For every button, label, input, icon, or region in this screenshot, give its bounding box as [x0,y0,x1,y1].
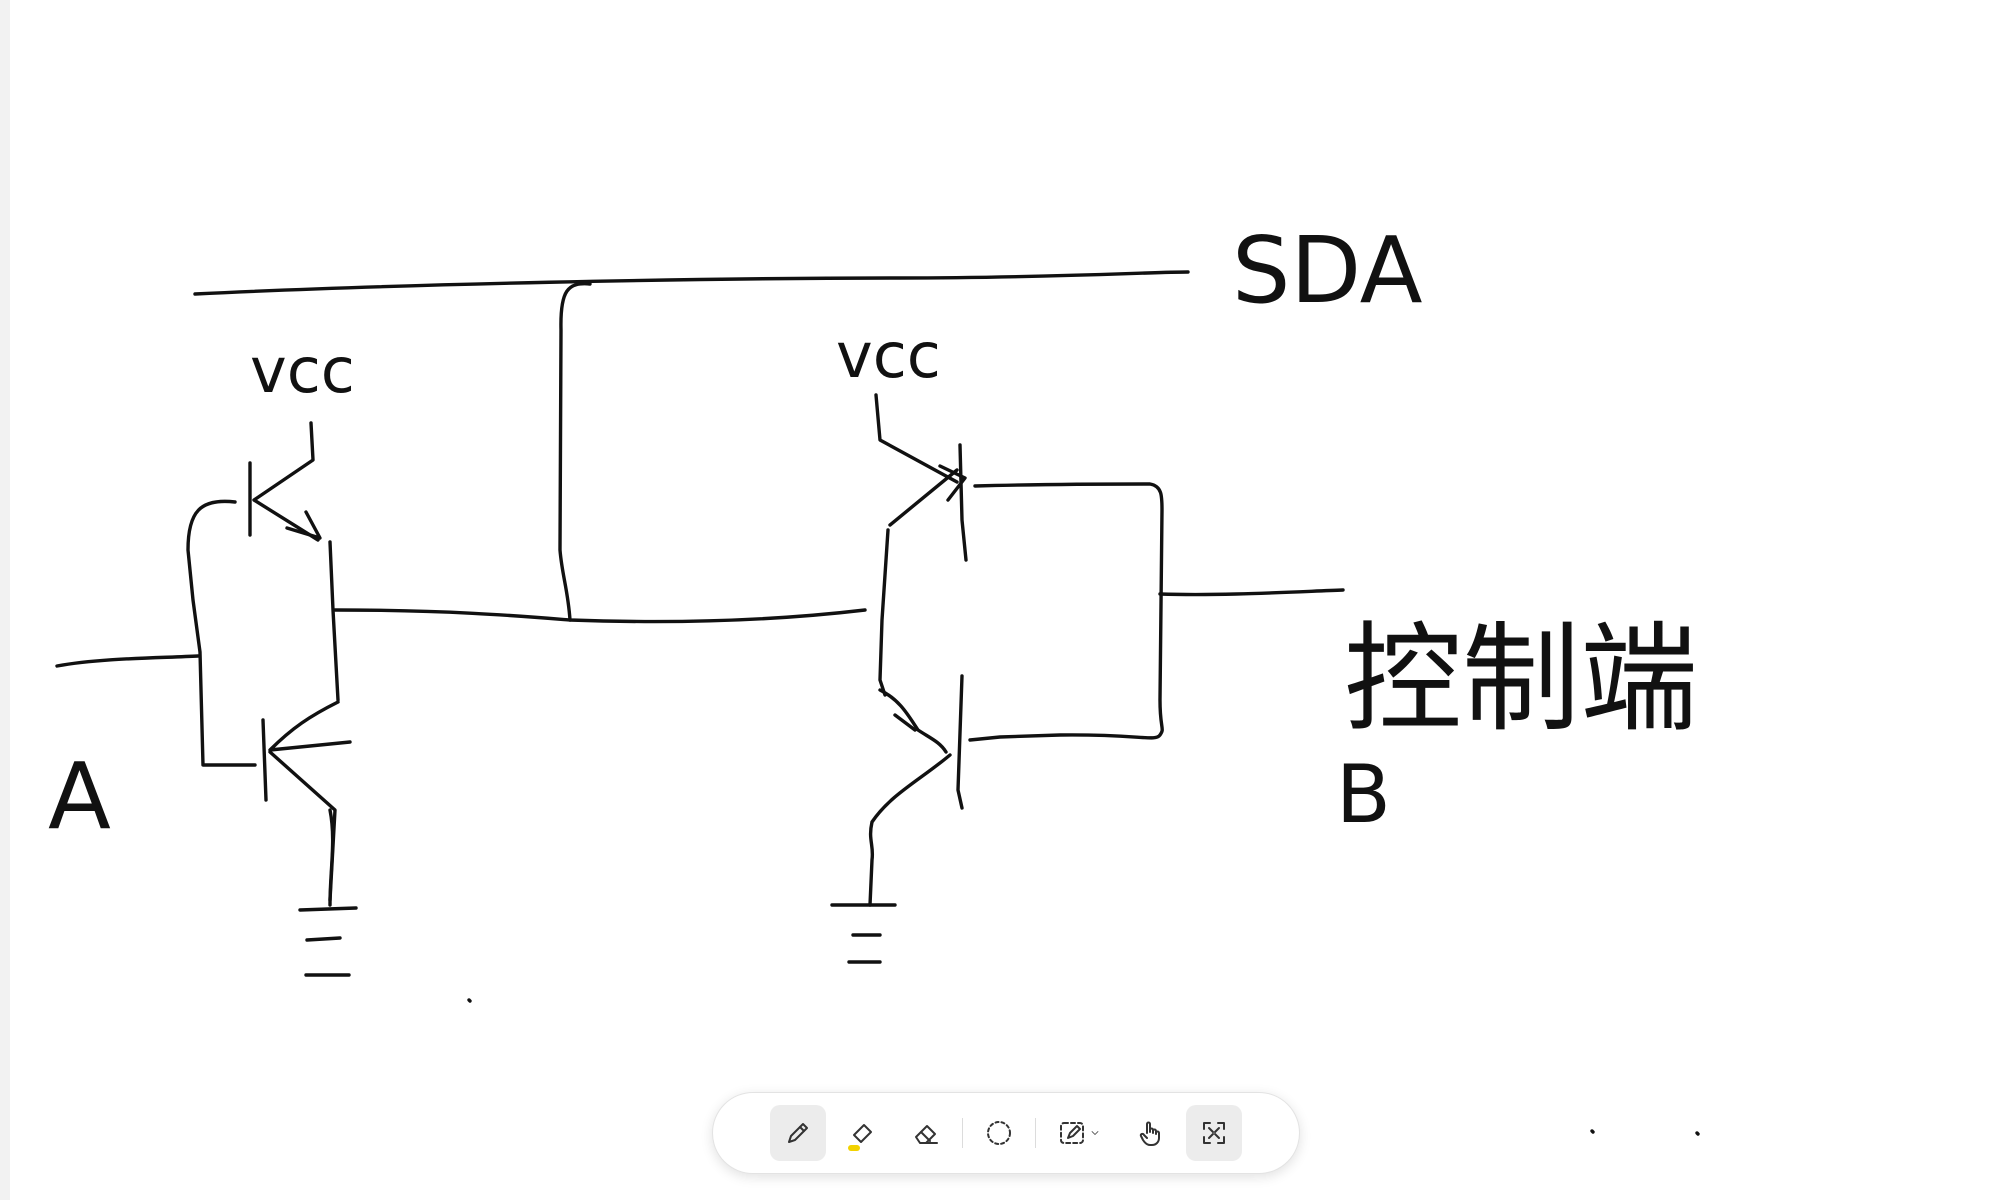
left-ground-symbol [298,906,358,977]
stray-dot [467,998,472,1003]
eraser-tool-button[interactable] [898,1105,954,1161]
sda-label: SDA [1232,217,1423,324]
control-end-label: 控制端 [1344,610,1698,748]
left-upper-transistor-emitter-arrow [285,510,322,540]
lasso-tool-button[interactable] [971,1105,1027,1161]
left-edge-strip [0,0,10,1200]
highlighter-color-indicator [848,1145,860,1151]
left-upper-transistor-collector [252,421,320,542]
right-feedback-box [968,482,1164,742]
right-upper-arrow [938,464,967,502]
right-ground-symbol [830,903,897,964]
smart-shape-icon [1060,1122,1084,1144]
highlighter-tool-button[interactable] [834,1105,890,1161]
toolbar-divider [962,1118,963,1148]
right-lower-transistor-emitter [868,753,952,907]
touch-hand-icon [1139,1121,1160,1146]
stray-dot [1590,1129,1595,1134]
fullscreen-icon [1203,1122,1225,1144]
fullscreen-tool-button[interactable] [1186,1105,1242,1161]
right-upper-transistor-collector [888,468,959,527]
touch-tool-button[interactable] [1122,1105,1178,1161]
vcc-label-right: vcc [836,319,941,392]
middle-wire [333,608,867,624]
left-feedback-wire [186,499,257,767]
right-upper-transistor-emitter [874,393,959,484]
sda-bus-line [193,270,1190,296]
vcc-label-left: vcc [250,334,355,407]
input-a-label: A [48,743,111,850]
drawing-toolbar [712,1092,1300,1174]
left-input-wire-a [55,654,200,668]
left-ground-wire [328,808,335,907]
input-b-label: B [1336,748,1391,841]
lasso-select-icon [987,1121,1011,1145]
right-output-wire [1158,588,1345,597]
right-drain-wire [878,528,890,697]
left-lower-transistor-emitter [268,750,337,902]
eraser-icon [915,1125,938,1144]
shape-pen-tool-button[interactable] [1044,1105,1114,1161]
left-emitter-collector-link [328,540,340,702]
right-lower-transistor-base-mark [893,713,917,732]
stray-dot [1695,1131,1700,1136]
right-lower-transistor-collector [878,688,948,754]
highlighter-icon [853,1124,872,1143]
right-lower-transistor-plate [956,674,964,810]
right-upper-transistor-plate [958,443,968,562]
pen-tool-button[interactable] [770,1105,826,1161]
sda-drop-wire [558,282,592,622]
left-lower-transistor-base [261,718,268,802]
chevron-down-icon [1091,1131,1099,1135]
left-lower-transistor-collector [268,700,352,752]
pencil-icon [788,1123,808,1143]
toolbar-divider [1035,1118,1036,1148]
